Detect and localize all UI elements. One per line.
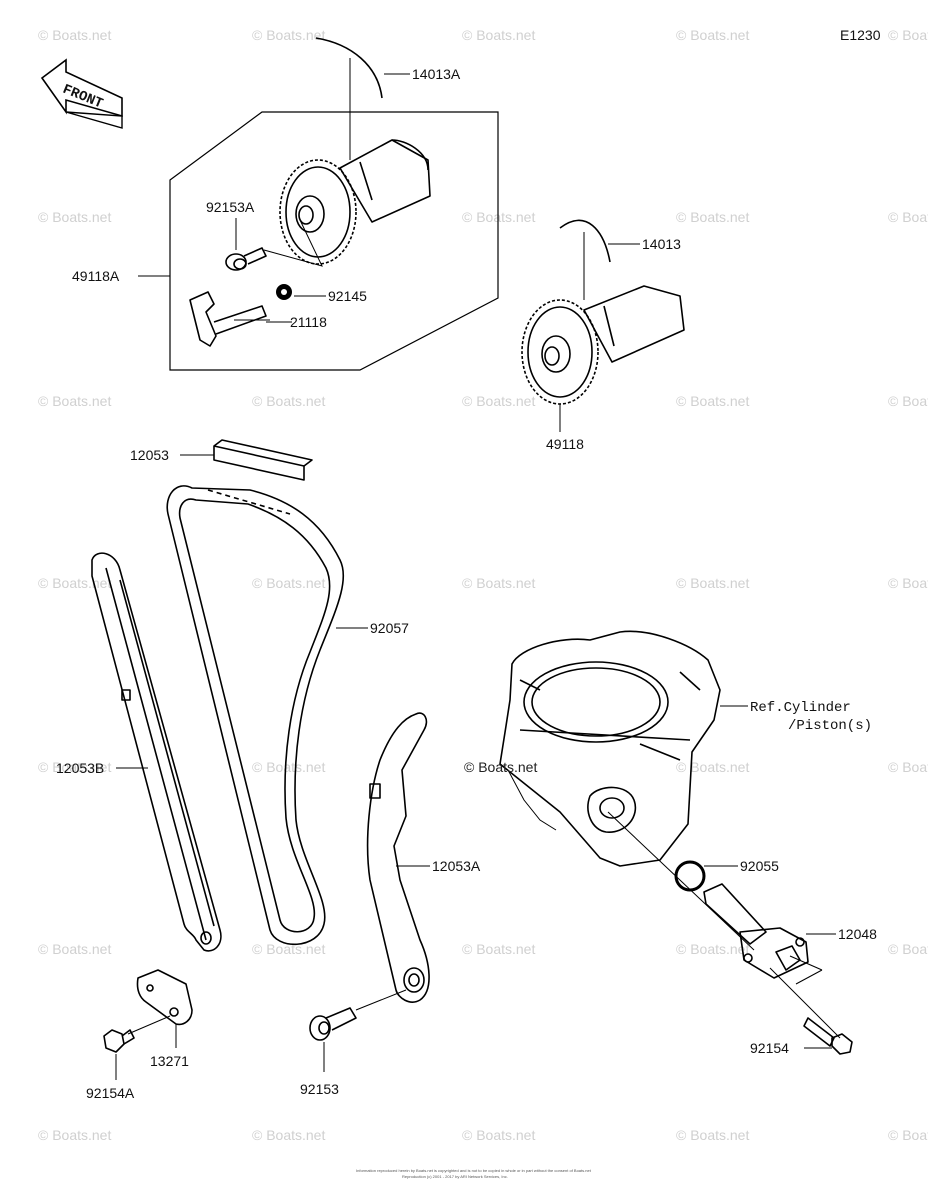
watermark: © Boats.net: [462, 1127, 535, 1143]
watermark: © Boats.net: [462, 27, 535, 43]
watermark: © Boats.net: [252, 393, 325, 409]
watermark: © Boats.net: [252, 759, 325, 775]
watermark: © Boats.net: [462, 941, 535, 957]
cam-chain-92057: [166, 485, 345, 946]
chain-tensioner-12048: [703, 883, 809, 979]
chain-guide-12053A: [366, 712, 430, 1003]
callout-92055: 92055: [740, 858, 779, 874]
watermark: © Boats.net: [38, 941, 111, 957]
callout-14013: 14013: [642, 236, 681, 252]
callout-49118: 49118: [546, 436, 584, 452]
watermark: © Boats.net: [252, 27, 325, 43]
callout-12053: 12053: [130, 447, 169, 463]
camshaft-sprocket-49118: [521, 285, 685, 405]
watermark: © Boats.net: [888, 1127, 928, 1143]
ref-cylinder-line2: /Piston(s): [788, 718, 872, 734]
callout-92145: 92145: [328, 288, 367, 304]
bolt-92154A: [103, 1029, 135, 1053]
watermark: © Boats.net: [252, 1127, 325, 1143]
watermark: © Boats.net: [888, 941, 928, 957]
watermark: © Boats.net: [252, 575, 325, 591]
center-watermark: © Boats.net: [464, 759, 537, 775]
cam-cap-ring-14013: [559, 219, 611, 263]
watermark: © Boats.net: [676, 1127, 749, 1143]
watermark: © Boats.net: [38, 27, 111, 43]
watermark: © Boats.net: [676, 941, 749, 957]
footer-copyright-line1: Information reproduced herein by Boats.n…: [356, 1168, 592, 1173]
callout-92154A: 92154A: [86, 1085, 135, 1101]
bolt-92153A: [225, 247, 267, 271]
callout-12053A: 12053A: [432, 858, 481, 874]
chain-guide-12053: [213, 439, 313, 481]
callout-92153A: 92153A: [206, 199, 255, 215]
callout-92154: 92154: [750, 1040, 789, 1056]
callout-12048: 12048: [838, 926, 877, 942]
watermark: © Boats.net: [676, 575, 749, 591]
callout-92153: 92153: [300, 1081, 339, 1097]
watermark: © Boats.net: [888, 759, 928, 775]
watermark: © Boats.net: [676, 393, 749, 409]
chain-guide-12053B: [91, 552, 222, 952]
plate-13271: [136, 969, 193, 1026]
watermark: © Boats.net: [38, 209, 111, 225]
watermark-grid: © Boats.net © Boats.net © Boats.net © Bo…: [38, 27, 928, 1143]
watermark: © Boats.net: [676, 27, 749, 43]
bolt-92153: [309, 1007, 357, 1041]
cam-cap-ring-14013A: [315, 37, 383, 99]
assembly-box: [169, 111, 499, 371]
callout-92057: 92057: [370, 620, 409, 636]
watermark: © Boats.net: [38, 575, 111, 591]
diagram-code: E1230: [840, 27, 881, 43]
oring-92055: [674, 860, 706, 892]
watermark: © Boats.net: [38, 393, 111, 409]
ref-cylinder-line1: Ref.Cylinder: [750, 700, 851, 716]
watermark: © Boats.net: [888, 27, 928, 43]
decompression-shaft-21118: [189, 291, 270, 347]
watermark: © Boats.net: [462, 575, 535, 591]
callout-49118A: 49118A: [72, 268, 120, 284]
watermark: © Boats.net: [462, 393, 535, 409]
callout-14013A: 14013A: [412, 66, 461, 82]
watermark: © Boats.net: [252, 941, 325, 957]
callout-21118: 21118: [290, 314, 327, 330]
watermark: © Boats.net: [38, 759, 111, 775]
watermark: © Boats.net: [888, 575, 928, 591]
watermark: © Boats.net: [888, 209, 928, 225]
watermark: © Boats.net: [676, 209, 749, 225]
watermark: © Boats.net: [888, 393, 928, 409]
camshaft-sprocket-49118A: [279, 139, 431, 265]
footer-copyright-line2: Reproduction (c) 2001 - 2017 by ARI Netw…: [402, 1174, 508, 1179]
callout-13271: 13271: [150, 1053, 189, 1069]
watermark: © Boats.net: [462, 209, 535, 225]
cylinder-reference: [499, 630, 721, 867]
watermark: © Boats.net: [38, 1127, 111, 1143]
callout-12053B: 12053B: [56, 760, 104, 776]
watermark: © Boats.net: [676, 759, 749, 775]
bolt-92154: [803, 1017, 853, 1055]
front-arrow-icon: FRONT: [40, 58, 123, 129]
